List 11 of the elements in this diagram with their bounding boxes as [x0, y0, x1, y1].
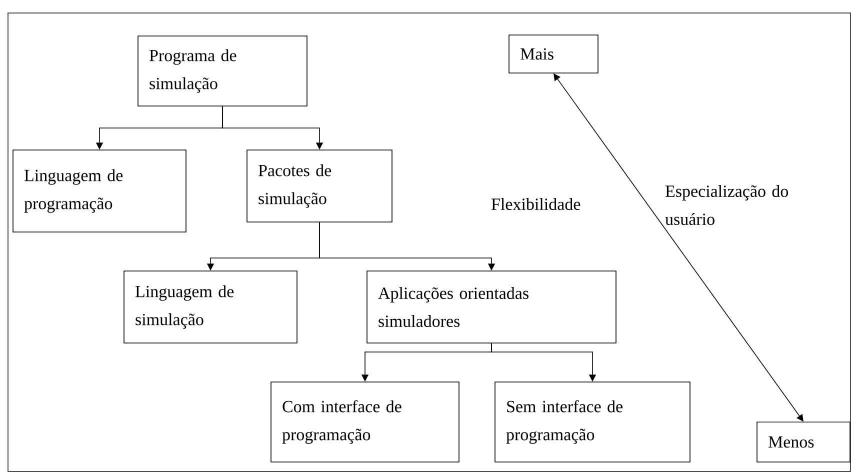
box: Com interface de programação: [270, 382, 460, 462]
box: Mais: [508, 34, 598, 74]
box: Linguagem de simulação: [124, 270, 298, 344]
box: Pacotes de simulação: [246, 150, 392, 222]
box: Linguagem de programação: [12, 150, 186, 232]
axis-label: Flexibilidade: [492, 198, 580, 210]
box: Menos: [756, 422, 850, 462]
box: Aplicações orientadas simuladores: [366, 270, 616, 344]
box: Sem interface de programação: [494, 382, 690, 462]
box: Programa de simulação: [138, 36, 308, 106]
axis-label: Especialização do usuário: [665, 185, 788, 225]
